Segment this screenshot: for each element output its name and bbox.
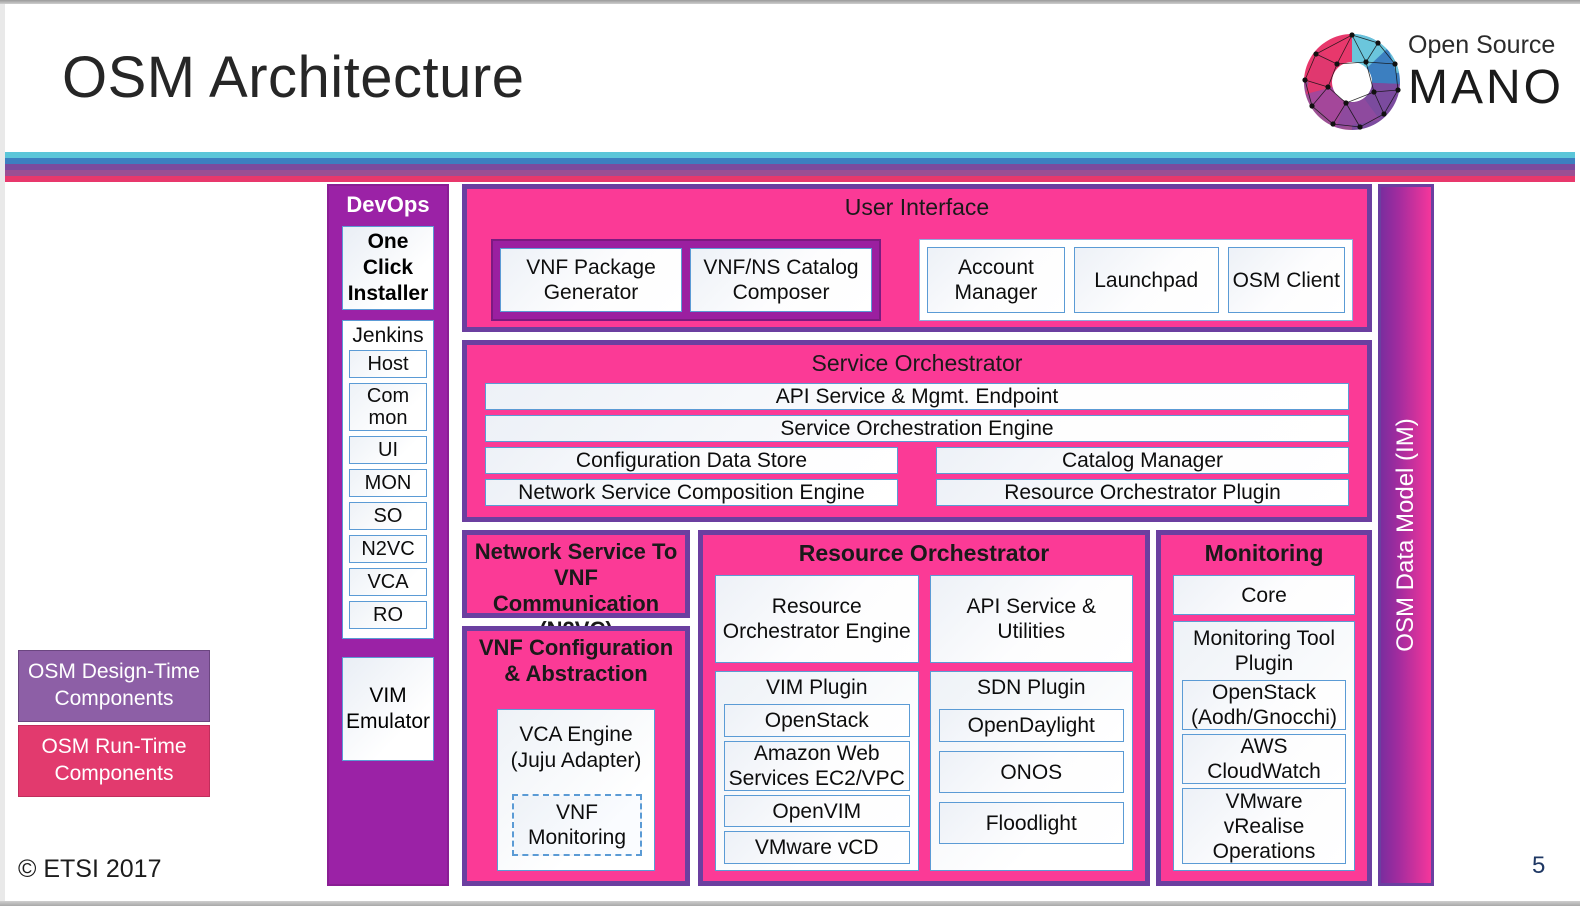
jenkins-group: Jenkins Host Com mon UI MON SO N2VC VCA … (342, 320, 434, 639)
jenkins-item-host[interactable]: Host (349, 350, 427, 378)
jenkins-item-so[interactable]: SO (349, 502, 427, 530)
devops-column: DevOps One Click Installer Jenkins Host … (327, 184, 449, 886)
so-row-4: Network Service Composition Engine Resou… (485, 479, 1349, 506)
so-rows: API Service & Mgmt. Endpoint Service Orc… (485, 383, 1349, 506)
vnf-config-abstraction-title: VNF Configuration & Abstraction (478, 635, 674, 686)
monitoring-core-box[interactable]: Core (1173, 575, 1355, 615)
window-edge-top (0, 0, 1580, 4)
monitoring-vmware-vrealise-operations-box[interactable]: VMware vRealise Operations (1182, 788, 1346, 864)
osm-logo: Open Source MANO (1302, 28, 1572, 136)
legend-design-time-box: OSM Design-Time Components (18, 650, 210, 722)
logo-wordmark: Open Source MANO (1408, 30, 1572, 116)
n2vc-panel: Network Service To VNF Communication (N2… (462, 530, 690, 642)
vim-plugin-group: VIM Plugin OpenStack Amazon Web Services… (715, 671, 919, 871)
sdn-plugin-group: SDN Plugin OpenDaylight ONOS Floodlight (929, 671, 1133, 871)
copyright-notice: © ETSI 2017 (18, 855, 162, 883)
monitoring-panel: Monitoring Core Monitoring Tool Plugin O… (1156, 530, 1372, 886)
vnf-ns-catalog-composer-box[interactable]: VNF/NS Catalog Composer (690, 248, 872, 312)
brand-stripes (5, 152, 1575, 182)
logo-mano-text: MANO (1408, 61, 1564, 114)
so-row-3: Configuration Data Store Catalog Manager (485, 447, 1349, 474)
osm-data-model-label: OSM Data Model (IM) (1392, 418, 1419, 652)
stripe-crimson (5, 176, 1575, 182)
service-orchestration-engine-box[interactable]: Service Orchestration Engine (485, 415, 1349, 442)
vim-plugin-label: VIM Plugin (765, 676, 868, 699)
jenkins-item-common[interactable]: Com mon (349, 383, 427, 431)
ui-design-time-group: VNF Package Generator VNF/NS Catalog Com… (491, 239, 881, 321)
vim-plugin-aws-ec2-vpc-box[interactable]: Amazon Web Services EC2/VPC (724, 740, 910, 791)
vim-plugin-vmware-vcd-box[interactable]: VMware vCD (724, 831, 910, 865)
resource-orchestrator-engine-box[interactable]: Resource Orchestrator Engine (715, 575, 919, 663)
sdn-plugin-floodlight-box[interactable]: Floodlight (938, 802, 1124, 844)
monitoring-aws-cloudwatch-box[interactable]: AWS CloudWatch (1182, 734, 1346, 784)
page-title: OSM Architecture (62, 45, 525, 110)
one-click-installer-box[interactable]: One Click Installer (342, 226, 434, 310)
window-edge-bottom (0, 901, 1580, 906)
vim-plugin-openstack-box[interactable]: OpenStack (724, 704, 910, 737)
ro-plugins-row: VIM Plugin OpenStack Amazon Web Services… (715, 671, 1133, 871)
monitoring-tool-plugin-label: Monitoring Tool Plugin (1192, 627, 1336, 675)
vca-engine-label: VCA Engine (Juju Adapter) (510, 723, 642, 772)
user-interface-title: User Interface (844, 194, 990, 220)
logo-open-source-text: Open Source (1408, 31, 1556, 59)
monitoring-title: Monitoring (1204, 540, 1324, 566)
launchpad-box[interactable]: Launchpad (1073, 247, 1219, 313)
configuration-data-store-box[interactable]: Configuration Data Store (485, 447, 898, 474)
legend: OSM Design-Time Components OSM Run-Time … (18, 650, 210, 797)
page-number: 5 (1532, 852, 1546, 879)
service-orchestrator-title: Service Orchestrator (811, 350, 1023, 376)
vnf-monitoring-box[interactable]: VNF Monitoring (512, 794, 642, 856)
devops-title: DevOps (346, 192, 430, 217)
vim-plugin-openvim-box[interactable]: OpenVIM (724, 794, 910, 828)
osm-client-box[interactable]: OSM Client (1227, 247, 1345, 313)
jenkins-item-n2vc[interactable]: N2VC (349, 535, 427, 563)
monitoring-openstack-aodh-gnocchi-box[interactable]: OpenStack (Aodh/Gnocchi) (1182, 680, 1346, 730)
vnf-configuration-abstraction-panel: VNF Configuration & Abstraction VCA Engi… (462, 626, 690, 886)
stripe-cyan (5, 152, 1575, 158)
stripe-blue (5, 158, 1575, 164)
stripe-mauve (5, 170, 1575, 176)
monitoring-tool-plugin-group: Monitoring Tool Plugin OpenStack (Aodh/G… (1173, 621, 1355, 871)
sdn-plugin-opendaylight-box[interactable]: OpenDaylight (938, 709, 1124, 742)
vnf-package-generator-box[interactable]: VNF Package Generator (500, 248, 682, 312)
network-service-composition-engine-box[interactable]: Network Service Composition Engine (485, 479, 898, 506)
service-orchestrator-panel: Service Orchestrator API Service & Mgmt.… (462, 340, 1372, 522)
catalog-manager-box[interactable]: Catalog Manager (936, 447, 1349, 474)
resource-orchestrator-plugin-box[interactable]: Resource Orchestrator Plugin (936, 479, 1349, 506)
api-service-mgmt-endpoint-box[interactable]: API Service & Mgmt. Endpoint (485, 383, 1349, 410)
stripe-purple (5, 164, 1575, 170)
jenkins-item-vca[interactable]: VCA (349, 568, 427, 596)
ui-run-time-group: Account Manager Launchpad OSM Client (919, 239, 1353, 321)
account-manager-box[interactable]: Account Manager (927, 247, 1065, 313)
resource-orchestrator-panel: Resource Orchestrator Resource Orchestra… (698, 530, 1150, 886)
jenkins-label: Jenkins (352, 324, 424, 347)
legend-run-time-box: OSM Run-Time Components (18, 725, 210, 797)
jenkins-item-ui[interactable]: UI (349, 436, 427, 464)
resource-orchestrator-title: Resource Orchestrator (798, 540, 1050, 566)
vim-emulator-box[interactable]: VIM Emulator (342, 657, 434, 761)
window-edge-left (0, 4, 5, 902)
user-interface-panel: User Interface VNF Package Generator VNF… (462, 184, 1372, 332)
vca-engine-box[interactable]: VCA Engine (Juju Adapter) VNF Monitoring (497, 709, 655, 871)
osm-data-model-bar: OSM Data Model (IM) (1378, 184, 1434, 886)
jenkins-item-mon[interactable]: MON (349, 469, 427, 497)
osm-ring-logo-icon (1302, 32, 1402, 132)
jenkins-item-ro[interactable]: RO (349, 601, 427, 629)
api-service-utilities-box[interactable]: API Service & Utilities (929, 575, 1133, 663)
ro-top-row: Resource Orchestrator Engine API Service… (715, 575, 1133, 663)
sdn-plugin-label: SDN Plugin (976, 676, 1086, 699)
sdn-plugin-onos-box[interactable]: ONOS (938, 751, 1124, 793)
